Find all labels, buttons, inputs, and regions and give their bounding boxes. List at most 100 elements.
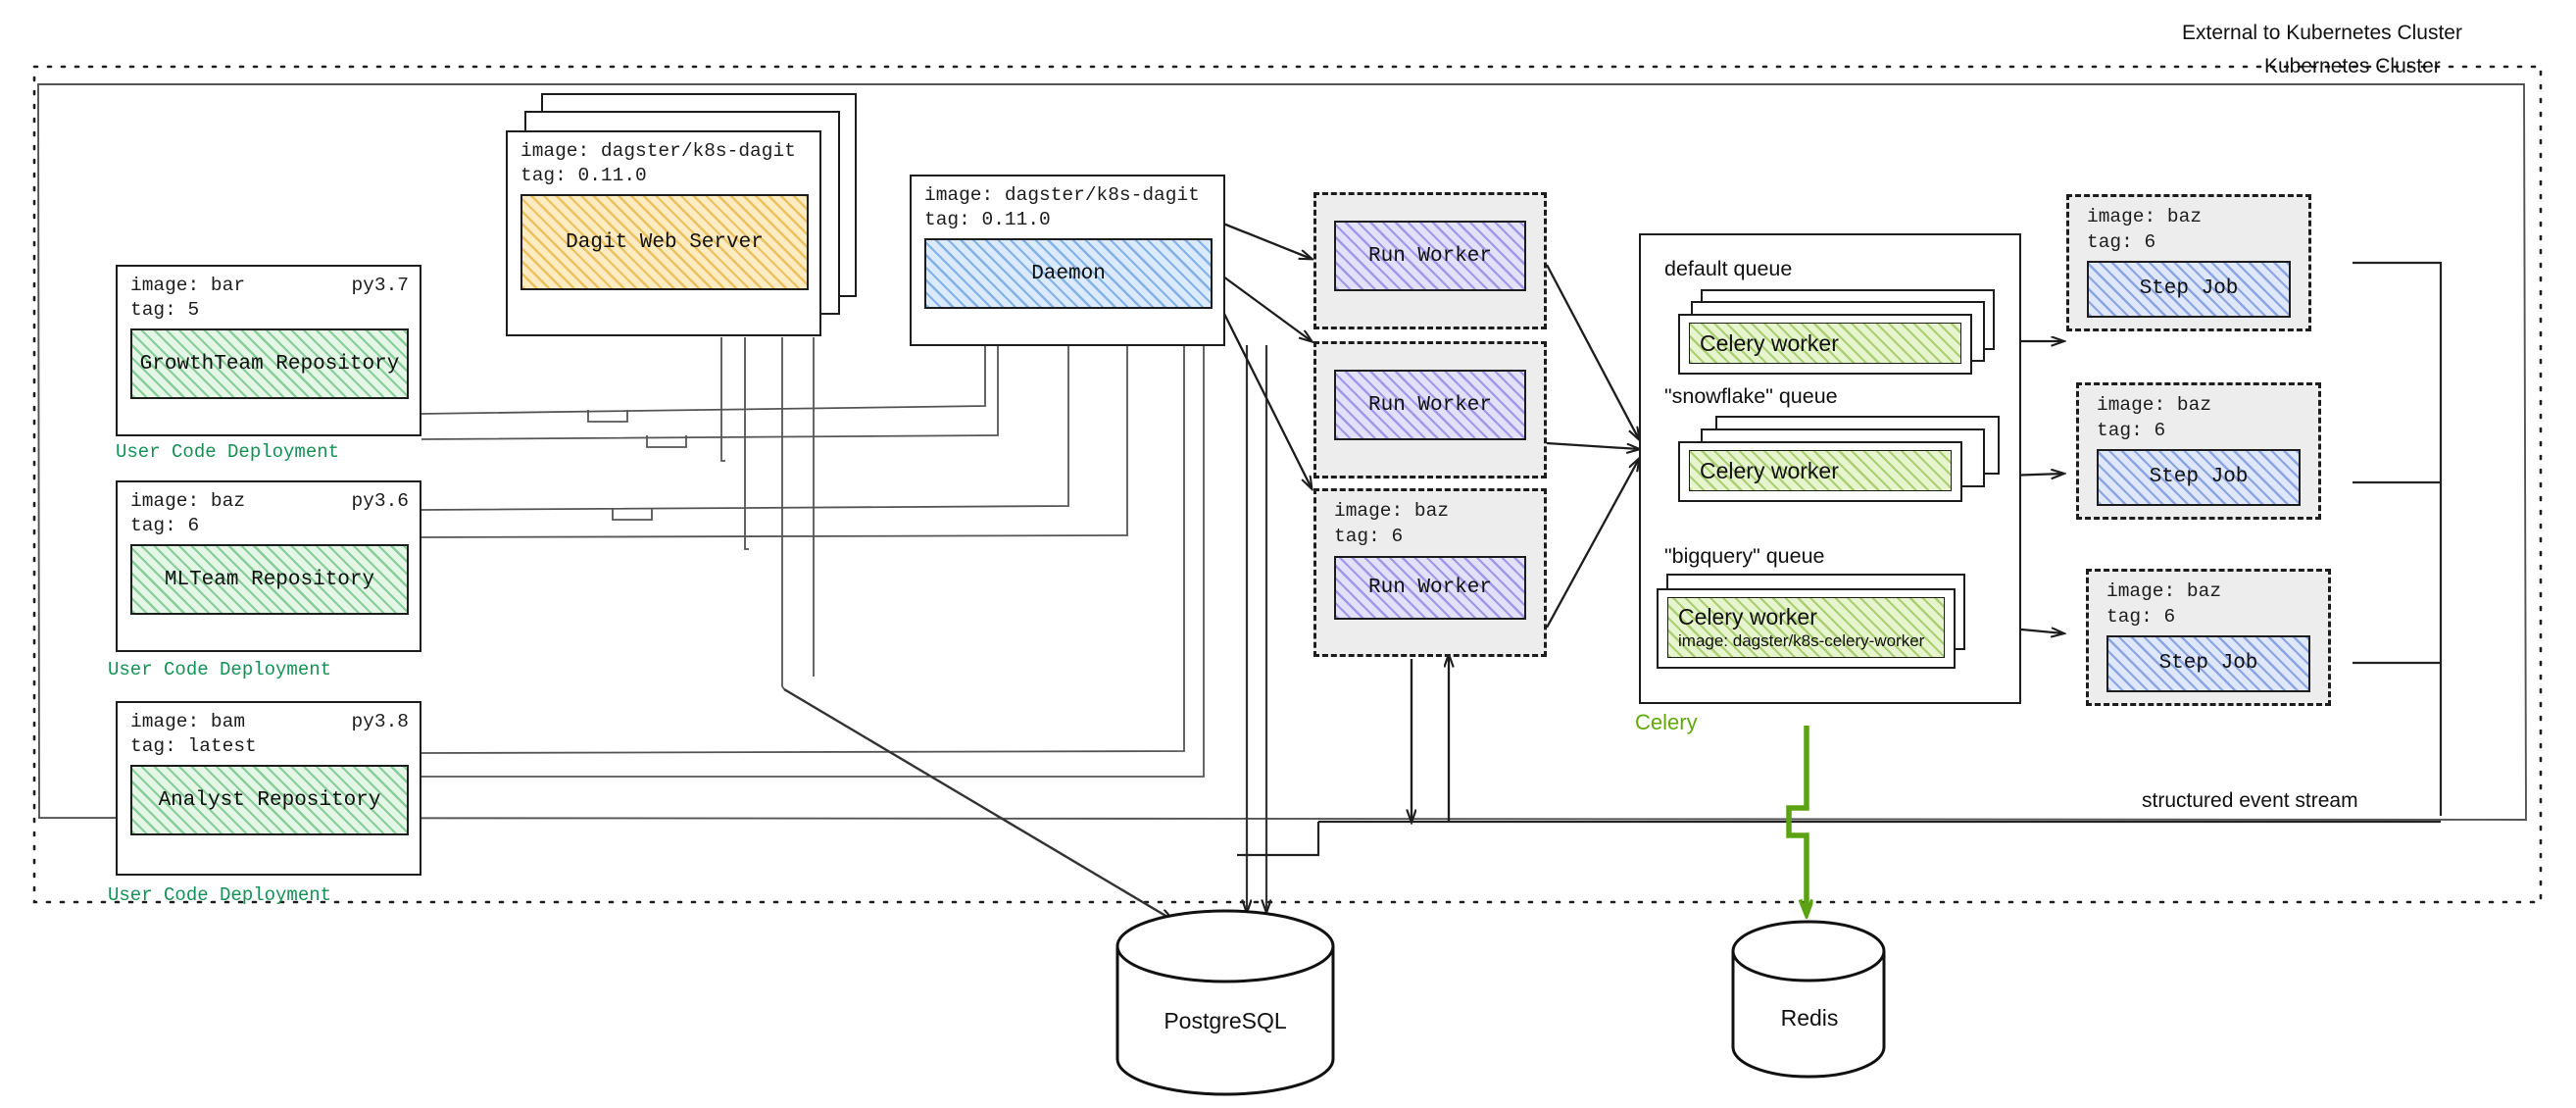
repository-box[interactable]: Analyst Repository [130,765,409,835]
step-job-box[interactable]: Step Job [2106,634,2310,692]
external-cluster-label: External to Kubernetes Cluster [2182,22,2462,44]
image-line: image: bar [130,275,246,296]
kubernetes-cluster-boundary [37,83,2527,821]
run-workers-to-celery [1545,264,1639,629]
celery-worker-default[interactable]: Celery worker [1678,314,1972,375]
image-line: image: bam [130,711,246,732]
step-job-label: Step Job [2149,466,2249,489]
redis-cylinder [1731,920,1886,1079]
daemon-to-postgres [1247,345,1266,912]
repository-label: Analyst Repository [158,788,381,812]
run-worker-label: Run Worker [1367,244,1493,268]
pod-meta-tag: tag: 0.11.0 [508,165,819,189]
step-job-box[interactable]: Step Job [2097,448,2301,506]
run-worker-box[interactable]: Run Worker [1334,555,1526,620]
image-line: image: baz [130,490,246,512]
step-job-box[interactable]: Step Job [2087,260,2291,318]
wire-hops [587,410,687,521]
run-worker-event-bus [1412,655,1449,822]
celery-worker-label: Celery worker [1678,603,1817,630]
run-worker-label: Run Worker [1367,576,1493,599]
tag-line: tag: 0.11.0 [520,165,647,186]
tag-line: tag: latest [130,735,257,757]
deployment-caption-mlteam: User Code Deployment [108,659,332,680]
celery-worker-label: Celery worker [1700,457,1839,483]
tag-line: tag: 6 [130,515,200,536]
dagit-down-wires [720,337,815,690]
celery-worker-fill: Celery worker image: dagster/k8s-celery-… [1667,597,1945,658]
celery-worker-image: image: dagster/k8s-celery-worker [1678,630,1925,650]
run-worker-pod-1[interactable]: Run Worker [1313,192,1547,329]
tag-line: tag: 0.11.0 [924,209,1051,230]
pod-meta: image: dagster/k8s-dagit [508,132,819,165]
pod-meta-tag: tag: 6 [2097,420,2166,442]
step-job-pod-3[interactable]: image: baz tag: 6 Step Job [2086,569,2331,706]
python-version: py3.8 [351,711,409,732]
run-worker-box[interactable]: Run Worker [1334,370,1526,440]
image-line: image: dagster/k8s-dagit [520,140,796,162]
queue-title-snowflake: "snowflake" queue [1664,384,1838,408]
image-line: image: dagster/k8s-dagit [924,184,1200,206]
dagit-title: Dagit Web Server [566,230,764,254]
dagit-web-server-box[interactable]: Dagit Web Server [520,194,809,290]
celery-worker-label: Celery worker [1700,329,1839,356]
celery-worker-bigquery[interactable]: Celery worker image: dagster/k8s-celery-… [1657,588,1956,669]
celery-worker-fill: Celery worker [1689,323,1961,364]
pod-meta-tag: tag: 6 [2087,231,2156,254]
pod-meta-image: image: baz [2087,206,2203,227]
celery-worker-snowflake[interactable]: Celery worker [1678,441,1962,502]
tag-line: tag: 5 [130,299,200,321]
pod-meta-tag: tag: 0.11.0 [912,209,1223,233]
postgresql-cylinder [1115,909,1335,1096]
structured-event-stream-label: structured event stream [2142,789,2358,812]
user-code-deployment-mlteam[interactable]: image: baz py3.6 tag: 6 MLTeam Repositor… [116,480,421,652]
step-job-label: Step Job [2139,277,2239,301]
daemon-box[interactable]: Daemon [924,238,1213,309]
repository-box[interactable]: MLTeam Repository [130,544,409,615]
user-code-deployment-growthteam[interactable]: image: bar py3.7 tag: 5 GrowthTeam Repos… [116,265,421,436]
repository-label: MLTeam Repository [164,568,375,591]
pod-meta: image: bam py3.8 [118,703,420,735]
step-job-pod-1[interactable]: image: baz tag: 6 Step Job [2066,194,2311,331]
deployment-caption-growthteam: User Code Deployment [116,441,340,463]
pod-meta-tag: tag: 5 [118,299,420,324]
queue-title-default: default queue [1664,257,1793,280]
daemon-pod[interactable]: image: dagster/k8s-dagit tag: 0.11.0 Dae… [910,175,1225,346]
daemon-title: Daemon [1031,262,1106,285]
step-job-pod-2[interactable]: image: baz tag: 6 Step Job [2076,382,2321,520]
celery-to-redis [1786,726,1807,914]
pod-meta-tag: tag: latest [118,735,420,760]
dagit-to-postgres [783,687,1172,920]
run-worker-pod-2[interactable]: Run Worker [1313,341,1547,478]
pod-meta-image: image: baz [1334,500,1450,522]
celery-worker-fill: Celery worker [1689,450,1952,491]
pod-meta: image: baz py3.6 [118,482,420,515]
pod-meta-tag: tag: 6 [2106,606,2176,629]
dagit-web-server-pod[interactable]: image: dagster/k8s-dagit tag: 0.11.0 Dag… [506,130,821,336]
postgresql-label: PostgreSQL [1164,1008,1287,1033]
pod-meta-tag: tag: 6 [118,515,420,539]
pod-meta: image: dagster/k8s-dagit [912,176,1223,209]
user-code-deployment-analyst[interactable]: image: bam py3.8 tag: latest Analyst Rep… [116,701,421,876]
daemon-to-run-workers [1221,222,1312,488]
step-jobs-event-bus [2353,261,2443,816]
run-worker-pod-3[interactable]: image: baz tag: 6 Run Worker [1313,488,1547,657]
python-version: py3.7 [351,275,409,296]
repository-box[interactable]: GrowthTeam Repository [130,328,409,399]
kubernetes-cluster-label: Kubernetes Cluster [2264,55,2441,77]
structured-event-stream-bus [1237,820,2441,857]
redis-label: Redis [1780,1005,1839,1031]
python-version: py3.6 [351,490,409,512]
pod-meta-tag: tag: 6 [1334,526,1404,548]
pod-meta-image: image: baz [2097,394,2212,416]
queue-title-bigquery: "bigquery" queue [1664,544,1825,568]
run-worker-box[interactable]: Run Worker [1334,221,1526,291]
deployment-caption-analyst: User Code Deployment [108,884,332,906]
step-job-label: Step Job [2158,652,2258,676]
pod-meta: image: bar py3.7 [118,267,420,299]
run-worker-label: Run Worker [1367,393,1493,417]
repository-label: GrowthTeam Repository [139,352,400,376]
